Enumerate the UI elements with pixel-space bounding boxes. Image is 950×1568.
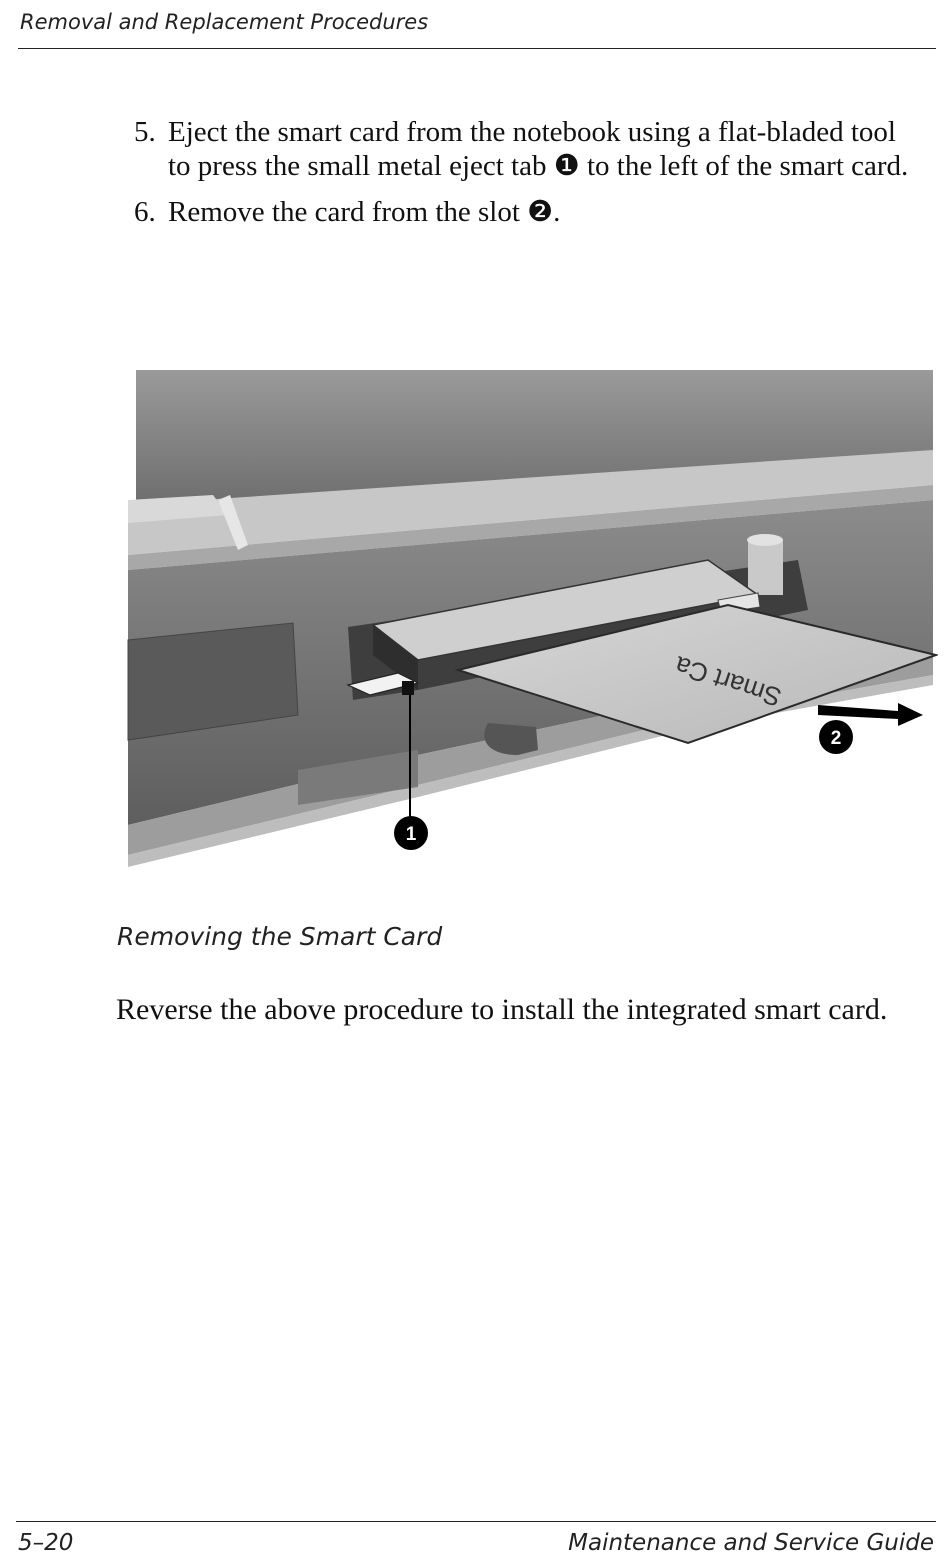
notebook-hinge (128, 450, 933, 555)
body-paragraph: Reverse the above procedure to install t… (116, 993, 888, 1026)
smart-card-removal-illustration: Smart Ca 1 2 (118, 355, 940, 867)
step-text: Remove the card from the slot ❷. (168, 196, 561, 228)
smart-card (454, 603, 940, 745)
page-header: Removal and Replacement Procedures (18, 0, 936, 49)
eject-tab (346, 672, 420, 696)
step-text: Eject the smart card from the notebook u… (168, 116, 909, 182)
callout-2-marker (819, 720, 853, 754)
figure-caption: Removing the Smart Card (117, 922, 443, 951)
header-title: Removal and Replacement Procedures (20, 10, 429, 34)
callout-2-label: 2 (831, 728, 842, 749)
page-footer: 5–20 Maintenance and Service Guide (16, 1521, 936, 1562)
page-number: 5–20 (18, 1530, 74, 1556)
callout-1-marker (394, 816, 428, 850)
guide-title: Maintenance and Service Guide (568, 1530, 934, 1556)
callout-1-label: 1 (406, 824, 417, 845)
step-item: 6. Remove the card from the slot ❷. (134, 195, 924, 229)
step-item: 5. Eject the smart card from the noteboo… (134, 115, 924, 183)
procedure-steps: 5. Eject the smart card from the noteboo… (134, 115, 924, 241)
pull-arrow (818, 703, 923, 726)
step-number: 6. (134, 196, 156, 228)
step-number: 5. (134, 116, 156, 148)
